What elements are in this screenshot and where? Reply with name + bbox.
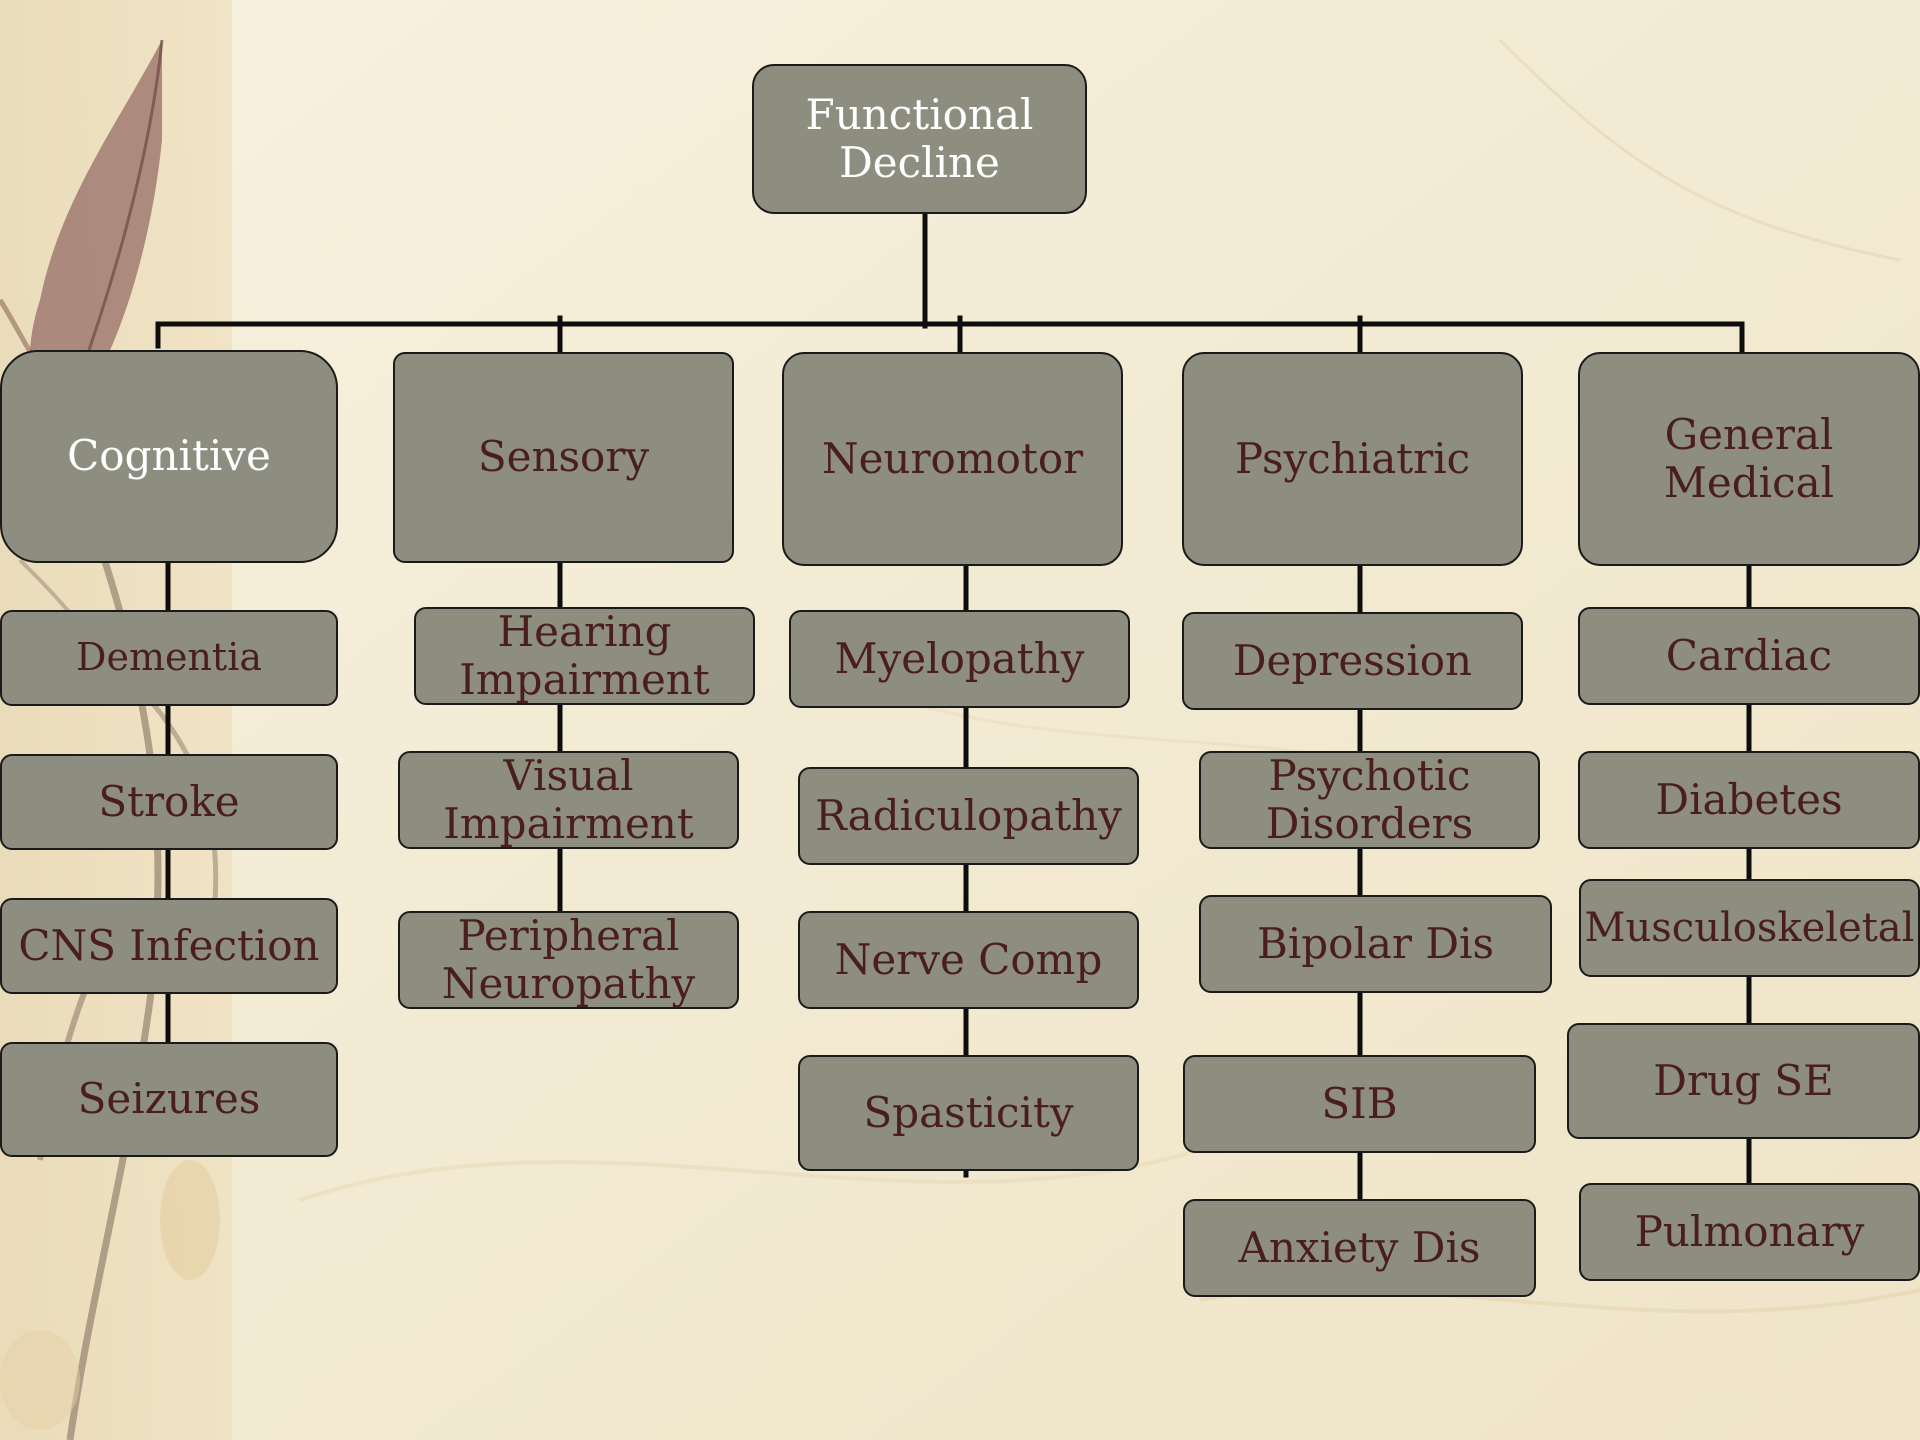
node-radiculopathy: Radiculopathy: [798, 767, 1139, 865]
node-dementia: Dementia: [0, 610, 338, 706]
category-psychiatric: Psychiatric: [1182, 352, 1523, 566]
node-nerve-comp: Nerve Comp: [798, 911, 1139, 1009]
category-neuromotor: Neuromotor: [782, 352, 1123, 566]
node-seizures: Seizures: [0, 1042, 338, 1157]
node-pulmonary: Pulmonary: [1579, 1183, 1920, 1281]
category-general-medical: General Medical: [1578, 352, 1920, 566]
leaf-illustration: [29, 40, 162, 430]
category-cognitive: Cognitive: [0, 350, 338, 563]
node-spasticity: Spasticity: [798, 1055, 1139, 1171]
node-hearing-impairment: Hearing Impairment: [414, 607, 755, 705]
node-cns-infection: CNS Infection: [0, 898, 338, 994]
node-visual-impairment: Visual Impairment: [398, 751, 739, 849]
root-node: Functional Decline: [752, 64, 1087, 214]
node-psychotic-disorders: Psychotic Disorders: [1199, 751, 1540, 849]
category-sensory: Sensory: [393, 352, 734, 563]
node-stroke: Stroke: [0, 754, 338, 850]
node-anxiety-dis: Anxiety Dis: [1183, 1199, 1536, 1297]
node-diabetes: Diabetes: [1578, 751, 1920, 849]
node-cardiac: Cardiac: [1578, 607, 1920, 705]
node-myelopathy: Myelopathy: [789, 610, 1130, 708]
node-drug-se: Drug SE: [1567, 1023, 1920, 1139]
node-depression: Depression: [1182, 612, 1523, 710]
node-peripheral-neuropathy: Peripheral Neuropathy: [398, 911, 739, 1009]
root-label: Functional Decline: [805, 89, 1034, 187]
node-sib: SIB: [1183, 1055, 1536, 1153]
node-musculoskeletal: Musculoskeletal: [1579, 879, 1920, 977]
node-bipolar-dis: Bipolar Dis: [1199, 895, 1552, 993]
